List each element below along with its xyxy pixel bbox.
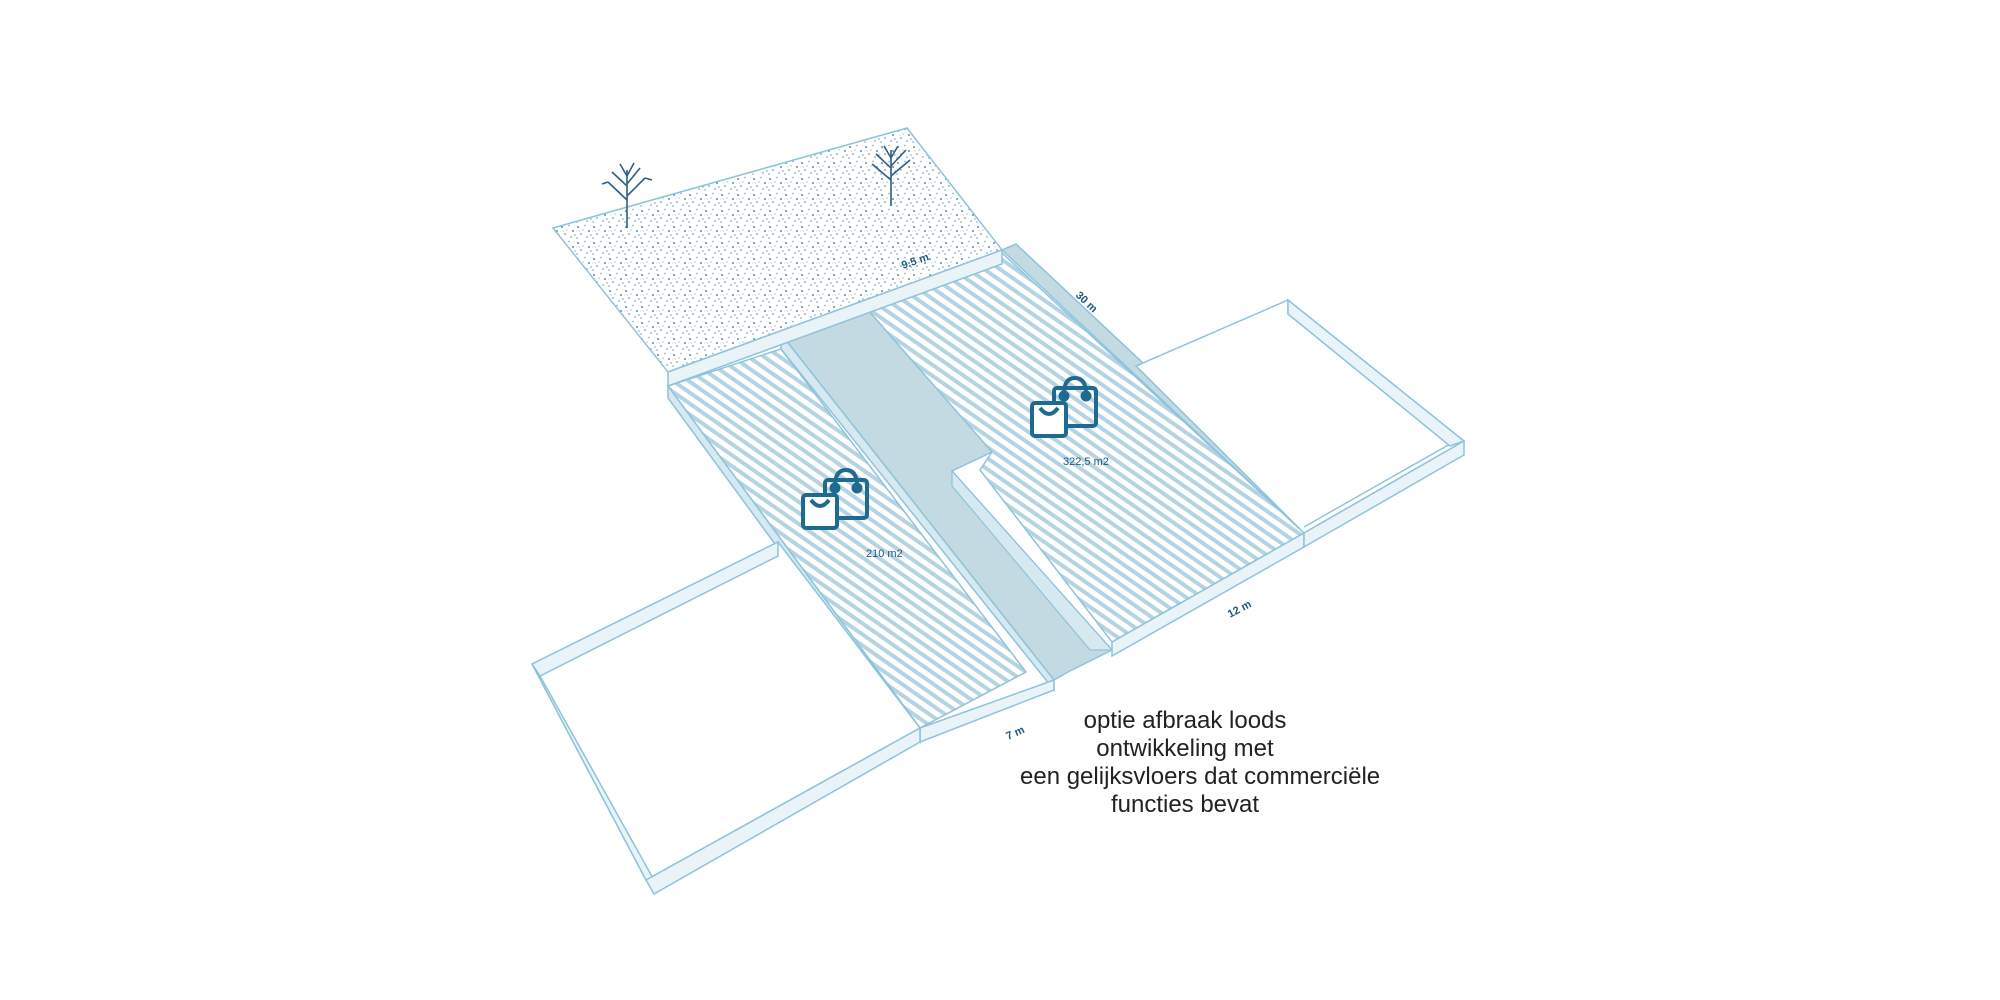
- caption-line-4: functies bevat: [1110, 791, 1260, 818]
- caption-line-3: een gelijksvloers dat commerciële: [1020, 763, 1381, 790]
- caption: optie afbraak loods ontwikkeling met een…: [1020, 707, 1381, 819]
- right-unit-area-label: 322,5 m2: [1063, 456, 1109, 468]
- tree-icon: [871, 145, 911, 206]
- shopping-bag-icon: [801, 468, 869, 530]
- dimension-width-right: 12 m: [1226, 598, 1254, 620]
- left-empty-plot: [530, 540, 922, 896]
- corridor-notch-wall: [951, 469, 1114, 651]
- right-empty-plot: [1134, 298, 1466, 549]
- shopping-bag-icon: [1030, 376, 1098, 438]
- caption-line-2: ontwikkeling met: [1096, 735, 1274, 762]
- garden-front-wall: [667, 248, 1003, 388]
- tree-icon: [601, 162, 653, 228]
- caption-line-1: optie afbraak loods: [1083, 707, 1287, 734]
- left-unit-area-label: 210 m2: [866, 548, 903, 560]
